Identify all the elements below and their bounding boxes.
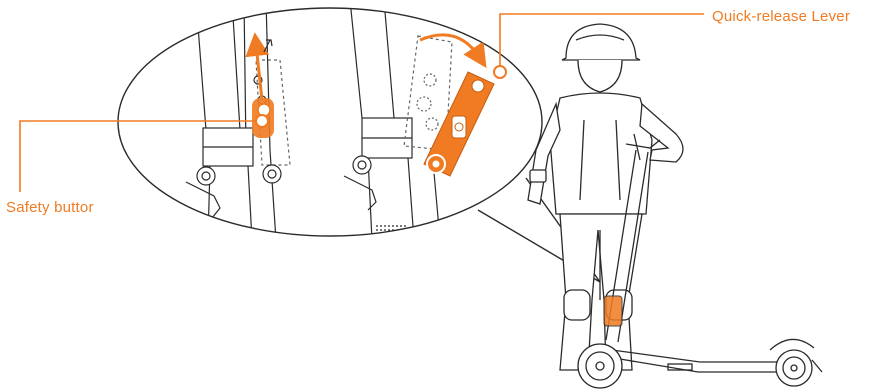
rear-wheel: [776, 350, 812, 386]
scooter-lever-highlight: [604, 296, 622, 326]
detail-bubble: [118, 0, 600, 282]
safety-button-label: Safety buttor: [6, 199, 94, 216]
front-wheel: [578, 344, 622, 388]
quick-release-lever-label: Quick-release Lever: [712, 8, 850, 25]
bubble-outline: [118, 8, 542, 236]
helmet-icon: [562, 24, 640, 60]
